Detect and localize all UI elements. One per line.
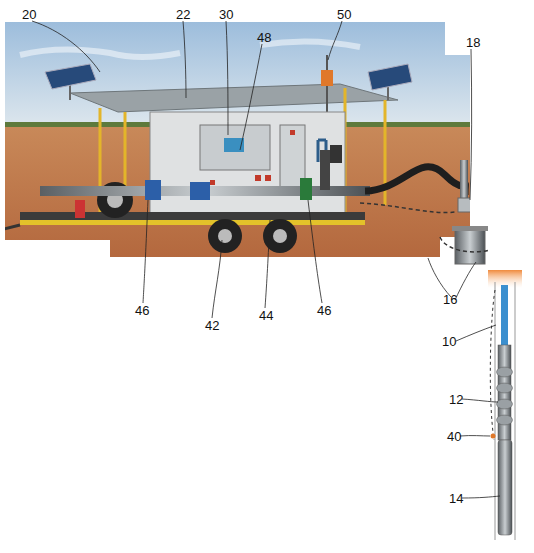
callout-number: 46 <box>134 303 150 318</box>
site-photo <box>0 0 534 262</box>
callout-number: 20 <box>21 7 37 22</box>
callout-number: 30 <box>218 7 234 22</box>
callout-number: 50 <box>336 7 352 22</box>
callout-number: 12 <box>448 392 464 407</box>
callout-number: 48 <box>256 30 272 45</box>
callout-number: 10 <box>441 334 457 349</box>
callout-number: 40 <box>446 429 462 444</box>
leader-lines <box>32 21 500 498</box>
callout-number: 14 <box>448 491 464 506</box>
callout-number: 44 <box>258 308 274 323</box>
callout-number: 42 <box>204 318 220 333</box>
callout-number: 16 <box>442 292 458 307</box>
callout-number: 18 <box>465 35 481 50</box>
callout-number: 46 <box>316 303 332 318</box>
callout-number: 22 <box>175 7 191 22</box>
